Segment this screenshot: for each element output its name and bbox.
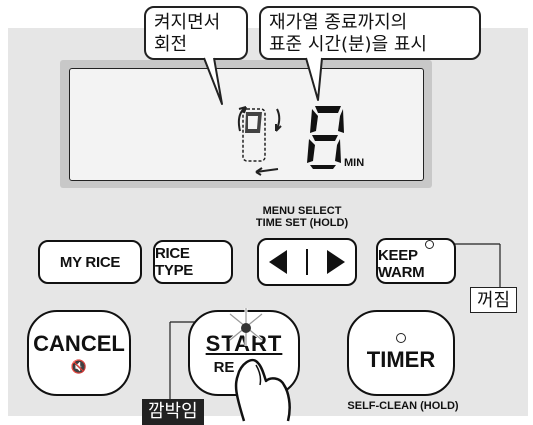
- hand-pointer-icon: [234, 358, 291, 422]
- cancel-label: CANCEL: [33, 331, 125, 356]
- keep-warm-off-annotation: 꺼짐: [470, 287, 518, 313]
- callout-rotate: 켜지면서 회전: [144, 6, 248, 60]
- rice-type-button[interactable]: RICE TYPE: [153, 240, 233, 284]
- arrow-right-icon: [327, 250, 346, 274]
- lcd-segment-graphics: [237, 106, 344, 176]
- divider: [305, 249, 308, 275]
- keep-warm-label: KEEP WARM: [378, 247, 425, 281]
- callout-remaining-time: 재가열 종료까지의 표준 시간(분)을 표시: [259, 6, 481, 60]
- rotate-arrow-icon: [237, 106, 282, 176]
- timer-label: TIMER: [366, 347, 436, 372]
- lcd-unit-label: MIN: [344, 157, 365, 169]
- start-label: START: [205, 330, 283, 356]
- timer-led-icon: [396, 333, 406, 343]
- lcd-display: MIN: [69, 68, 424, 181]
- timer-button[interactable]: TIMER: [347, 310, 455, 396]
- rotating-digit-icon: [242, 108, 266, 162]
- blink-indicator-icon: [229, 308, 263, 346]
- my-rice-button[interactable]: MY RICE: [38, 240, 142, 284]
- self-clean-label: SELF-CLEAN (HOLD): [347, 400, 459, 412]
- start-blink-annotation: 깜박임: [142, 399, 204, 425]
- menu-select-label: MENU SELECT TIME SET (HOLD): [255, 205, 349, 229]
- arrow-left-icon: [268, 250, 287, 274]
- mute-icon: 🔇: [70, 359, 88, 374]
- digit-eight: [307, 106, 344, 169]
- reheat-label: RE: [213, 358, 235, 376]
- menu-select-button[interactable]: [257, 238, 357, 286]
- cancel-button[interactable]: CANCEL 🔇: [27, 310, 131, 396]
- keep-warm-button[interactable]: KEEP WARM: [376, 238, 456, 284]
- indicator-led-icon: [425, 240, 434, 249]
